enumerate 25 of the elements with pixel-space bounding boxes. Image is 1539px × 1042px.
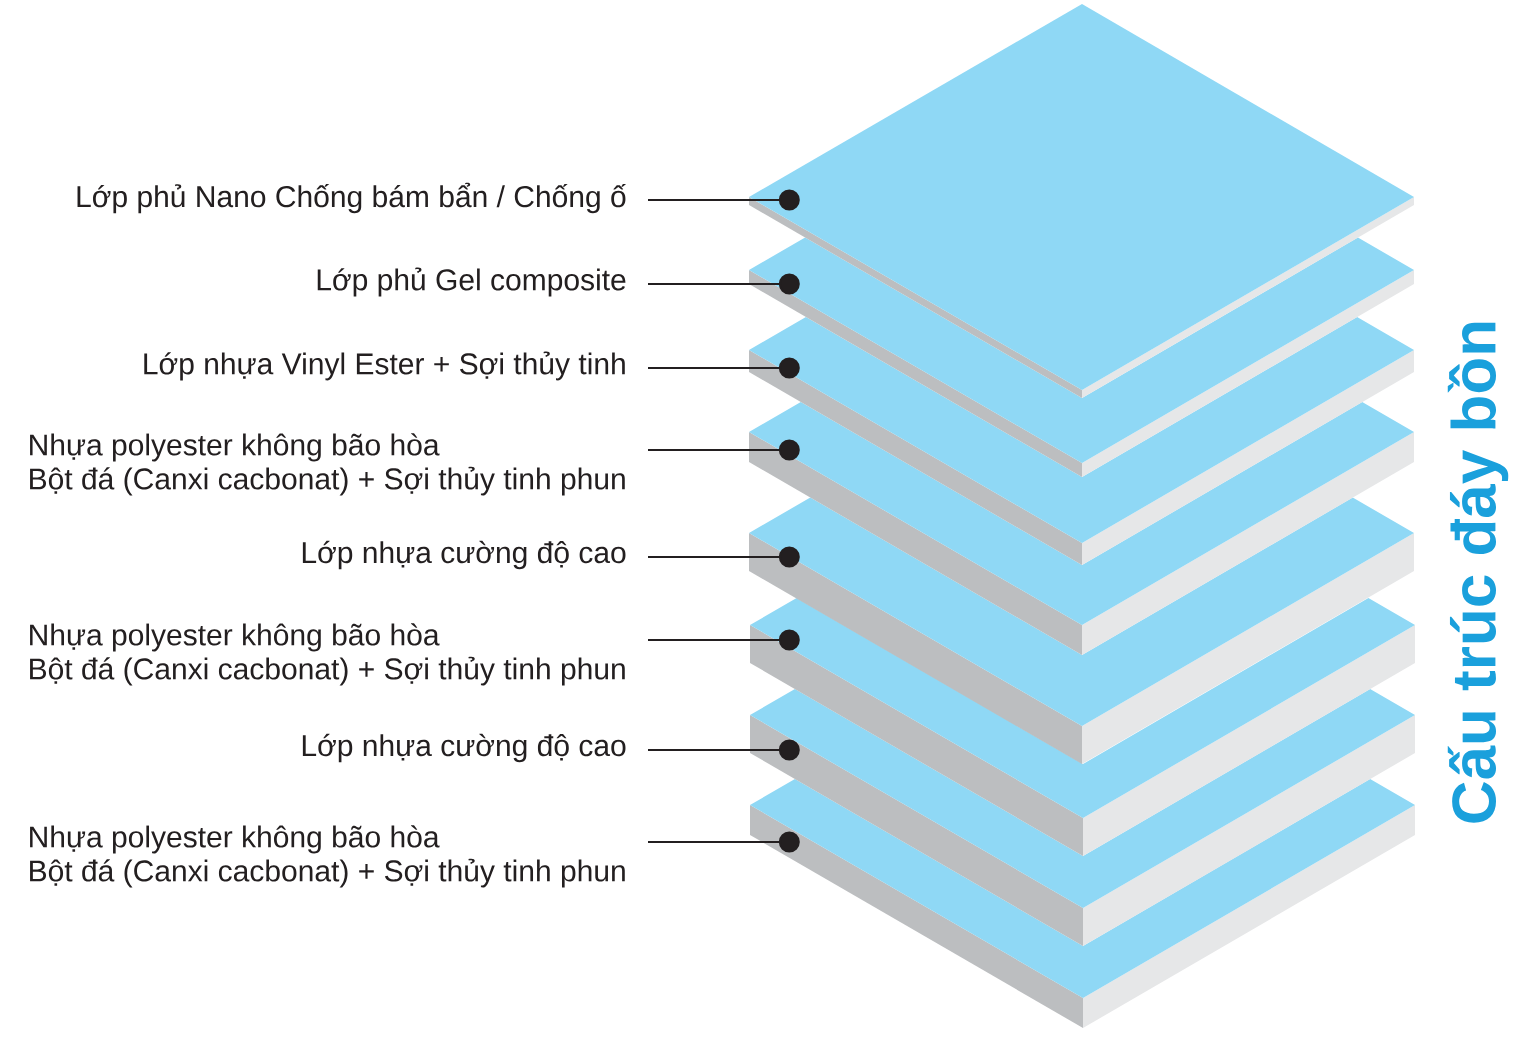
layer-slab <box>749 317 1414 565</box>
leader-line <box>648 739 800 761</box>
layer-label: Lớp nhựa cường độ cao <box>302 540 626 570</box>
layer-slab <box>749 402 1414 655</box>
layer-slab <box>750 598 1415 856</box>
layer-slab <box>749 237 1414 477</box>
layer-label: Lớp phủ Nano Chống bám bẩn / Chống ố <box>77 182 627 214</box>
layer-slab <box>750 779 1415 1028</box>
layer-label: Lớp nhựa cường độ cao <box>302 733 626 763</box>
leader-line <box>648 189 800 211</box>
layer-label: Nhựa polyester không bão hòa Bột đá (Canxi cacbonat) + Sợi thủy tinh phun <box>30 433 625 496</box>
layer-label: Lớp nhựa Vinyl Ester + Sợi thủy tinh <box>144 351 625 381</box>
leader-line <box>648 439 800 461</box>
leader-line <box>648 831 800 853</box>
leader-line <box>648 629 800 651</box>
layer-slab <box>750 689 1415 946</box>
layer-slab <box>749 4 1414 398</box>
layer-label: Lớp phủ Gel composite <box>317 267 626 297</box>
leader-line <box>648 546 800 568</box>
leader-line <box>648 273 800 295</box>
title: Cấu trúc đáy bồn <box>1447 322 1509 823</box>
leader-line <box>648 357 800 379</box>
layer-slab <box>749 497 1414 764</box>
layer-label: Nhựa polyester không bão hòa Bột đá (Canxi cacbonat) + Sợi thủy tinh phun <box>30 825 625 888</box>
layer-label: Nhựa polyester không bão hòa Bột đá (Canxi cacbonat) + Sợi thủy tinh phun <box>30 623 625 686</box>
